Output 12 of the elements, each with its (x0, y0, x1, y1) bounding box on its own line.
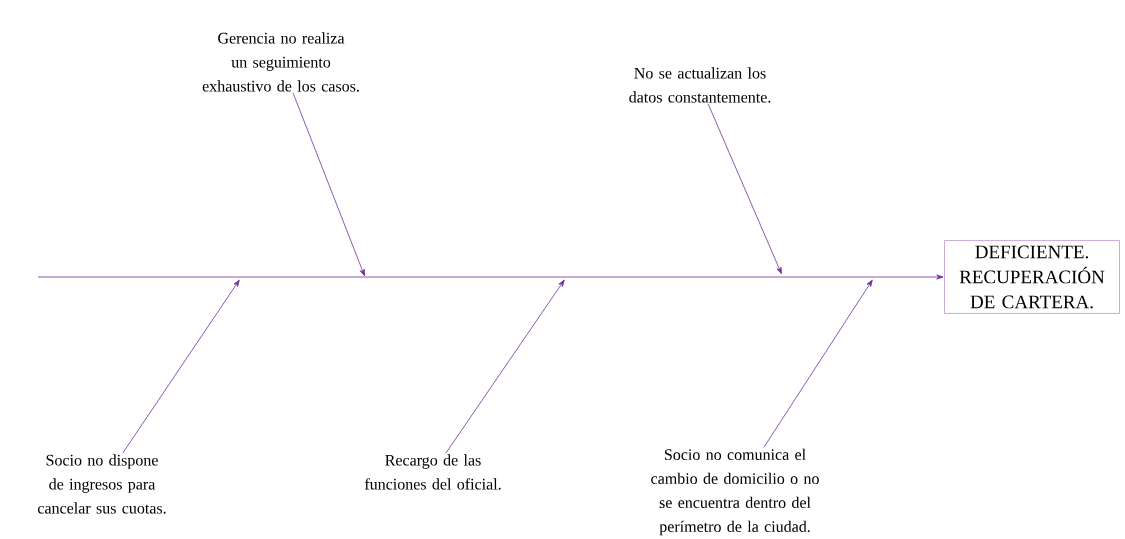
arrow (763, 279, 873, 448)
arrow (445, 279, 565, 454)
cause-text: Socio no comunica el cambio de domicilio o no se encuentra dentro del perímetro de la ciudad. (651, 448, 819, 536)
arrow (707, 103, 782, 275)
cause-text: Recargo de las funciones del oficial. (364, 454, 501, 490)
arrow (122, 279, 240, 454)
arrow (292, 92, 365, 277)
cause-text: Gerencia no realiza un seguimiento exhaustivo de los casos. (202, 32, 359, 92)
cause-text: No se actualizan los datos constantemente. (629, 67, 771, 103)
cause-text: Socio no dispone de ingresos para cancelar sus cuotas. (38, 454, 166, 514)
effect-box: DEFICIENTE. RECUPERACIÓN DE CARTERA. (944, 240, 1120, 314)
arrow (37, 274, 944, 280)
